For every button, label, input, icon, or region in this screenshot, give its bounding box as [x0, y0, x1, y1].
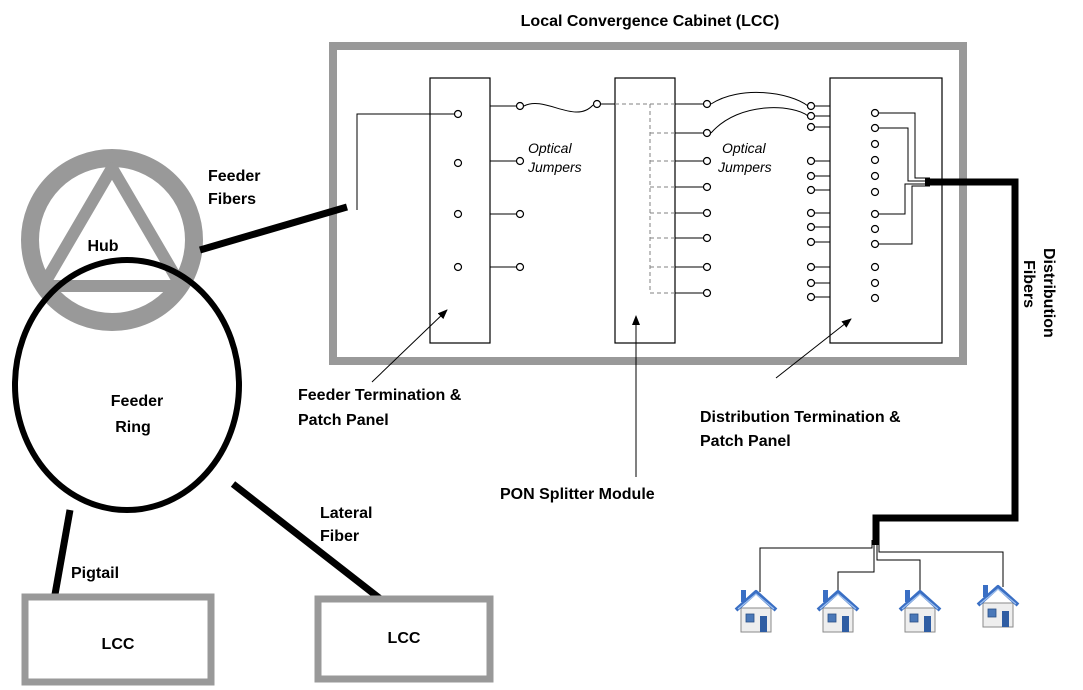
house-icon [816, 588, 860, 634]
distribution-panel-arrow [775, 318, 852, 379]
house-icon [898, 588, 942, 634]
feeder-fibers-label-line1: Feeder [208, 168, 260, 185]
feeder-fibers-label-line2: Fibers [208, 191, 256, 208]
distribution-termination-panel [829, 77, 943, 344]
pon-splitter-label: PON Splitter Module [500, 486, 655, 503]
feeder-panel-arrow [371, 309, 448, 383]
feeder-ring-label-line2: Ring [115, 419, 151, 436]
feeder-fiber-cable [199, 203, 348, 254]
distribution-panel-label-line1: Distribution Termination & [700, 409, 901, 426]
splitter-ports [675, 99, 712, 298]
feeder-panel-ports [453, 101, 525, 272]
feeder-ring-label-line1: Feeder [111, 393, 163, 410]
optical-jumper-b1 [710, 91, 809, 107]
distribution-panel-output-ports [870, 108, 880, 303]
distribution-fibers-label-line2: Fibers [1020, 260, 1037, 308]
distribution-panel-input-ports [806, 101, 830, 302]
feeder-panel-label-line2: Patch Panel [298, 412, 389, 429]
feeder-panel-label-line1: Feeder Termination & [298, 387, 462, 404]
feeder-fiber-internal [356, 113, 454, 210]
optical-jumper-b2 [710, 107, 809, 134]
pon-splitter-module [614, 77, 676, 344]
cabinet-title: Local Convergence Cabinet (LCC) [521, 13, 780, 30]
house-icon [734, 588, 778, 634]
lateral-fiber-label-line1: Lateral [320, 505, 372, 522]
hub-label: Hub [87, 238, 118, 255]
lcc-box-left [21, 593, 215, 686]
lcc-right-label: LCC [388, 630, 421, 647]
optical-jumpers-b-line1: Optical [722, 140, 766, 156]
house-icon [976, 583, 1020, 629]
pigtail-label: Pigtail [71, 565, 119, 582]
house-drops [759, 540, 1004, 592]
optical-jumpers-b-line2: Jumpers [717, 159, 772, 175]
feeder-ring [12, 257, 242, 513]
optical-jumpers-a-line1: Optical [528, 140, 572, 156]
pigtail-fiber [50, 509, 74, 601]
lateral-fiber [230, 481, 386, 604]
hub-triangle [37, 162, 187, 292]
lateral-fiber-label-line2: Fiber [320, 528, 359, 545]
distribution-fiber-leads [879, 112, 930, 245]
lcc-left-label: LCC [102, 636, 135, 653]
lcc-box-right [314, 595, 494, 683]
distribution-fiber-cable [872, 178, 1019, 545]
distribution-panel-label-line2: Patch Panel [700, 433, 791, 450]
distribution-fibers-label-line1: Distribution [1040, 248, 1057, 338]
optical-jumpers-a-line2: Jumpers [527, 159, 582, 175]
optical-jumper-a [523, 103, 594, 113]
